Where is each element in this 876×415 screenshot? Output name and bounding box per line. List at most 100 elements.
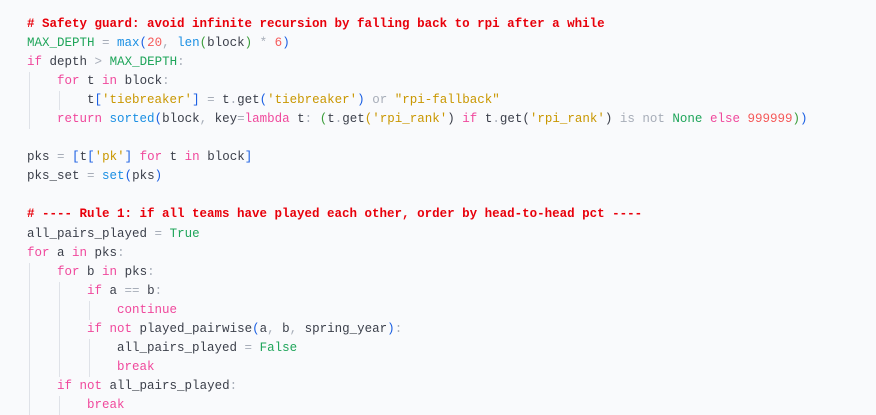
code-line[interactable]: # Safety guard: avoid infinite recursion… (27, 15, 808, 34)
code-token: block (199, 150, 245, 165)
code-line[interactable]: for a in pks: (27, 244, 808, 263)
code-token: all_pairs_played (27, 226, 155, 241)
code-line[interactable] (27, 129, 808, 148)
code-line[interactable]: for b in pks: (27, 262, 808, 282)
indent-guide (89, 338, 90, 358)
code-line[interactable]: # ---- Rule 1: if all teams have played … (27, 205, 808, 224)
code-token: all_pairs_played (102, 378, 230, 393)
code-token: = (154, 226, 163, 241)
indent-guide (89, 300, 90, 320)
code-token: = (199, 93, 223, 108)
code-token: in (72, 245, 88, 260)
indent (27, 341, 117, 355)
code-token: in (102, 264, 118, 279)
code-token: , (289, 321, 305, 336)
code-line[interactable]: pks = [t['pk'] for t in block] (27, 148, 808, 167)
code-line[interactable]: all_pairs_played = True (27, 225, 808, 244)
indent-guide (59, 281, 60, 301)
code-token: = (94, 36, 118, 51)
code-token: get( (499, 112, 530, 127)
code-line[interactable]: if not all_pairs_played: (27, 376, 808, 396)
code-token: , (199, 112, 215, 127)
code-token: t (289, 112, 305, 127)
indent-guide (29, 376, 30, 396)
code-token: for (27, 245, 50, 260)
code-token (102, 112, 110, 126)
code-token: not (102, 321, 133, 336)
code-token: ) (447, 112, 463, 127)
code-token: : (229, 378, 238, 393)
code-line[interactable] (27, 186, 808, 205)
indent-guide (29, 319, 30, 339)
code-token: if (57, 378, 73, 393)
code-token: * (252, 36, 275, 51)
code-token: = (244, 340, 253, 355)
code-token: else (709, 112, 740, 127)
code-line[interactable]: break (27, 357, 808, 377)
code-line[interactable]: if a == b: (27, 281, 808, 301)
code-line[interactable]: MAX_DEPTH = max(20, len(block) * 6) (27, 34, 808, 53)
code-token (132, 150, 140, 164)
code-line[interactable]: break (27, 395, 808, 415)
code-token: , (162, 36, 178, 51)
code-token: not (72, 378, 103, 393)
indent (27, 398, 87, 412)
code-token: pks (27, 150, 58, 165)
code-token: , (267, 321, 283, 336)
code-token: block (117, 74, 163, 89)
code-token: for (57, 264, 80, 279)
code-line[interactable]: all_pairs_played = False (27, 338, 808, 358)
indent (27, 284, 87, 298)
code-line[interactable]: if depth > MAX_DEPTH: (27, 53, 808, 72)
code-line[interactable]: return sorted(block, key=lambda t: (t.ge… (27, 110, 808, 130)
code-token: ) (154, 169, 163, 184)
code-token: a (259, 321, 268, 336)
code-token: a (49, 245, 73, 260)
code-token: sorted (109, 112, 155, 127)
code-token: MAX_DEPTH (27, 36, 95, 51)
code-line[interactable]: if not played_pairwise(a, b, spring_year… (27, 319, 808, 339)
code-token: max (117, 36, 140, 51)
code-token: or (364, 93, 395, 108)
code-token: played_pairwise (132, 321, 253, 336)
code-token: . (229, 93, 238, 108)
code-token: . (492, 112, 500, 127)
indent-guide (59, 91, 60, 111)
code-line[interactable]: continue (27, 300, 808, 320)
code-token: [ (87, 150, 95, 165)
code-token: 999999 (747, 112, 793, 127)
code-token: b (282, 321, 290, 336)
code-editor[interactable]: # Safety guard: avoid infinite recursion… (27, 15, 808, 415)
code-line[interactable]: for t in block: (27, 72, 808, 92)
indent (27, 360, 117, 374)
code-token: a (102, 283, 125, 298)
code-token: t (87, 93, 95, 108)
code-line[interactable]: t['tiebreaker'] = t.get('tiebreaker') or… (27, 91, 808, 111)
code-token: ] (244, 150, 253, 165)
code-token: : (154, 283, 163, 298)
code-token: : (177, 55, 185, 70)
indent-guide (89, 357, 90, 377)
indent-guide (29, 338, 30, 358)
code-line[interactable]: pks_set = set(pks) (27, 167, 808, 186)
code-token: for (139, 150, 163, 165)
indent-guide (29, 110, 30, 130)
code-token: t (477, 112, 493, 127)
code-token: 'tiebreaker' (102, 93, 193, 108)
code-token: = (87, 169, 95, 184)
code-token: t (162, 150, 185, 165)
code-token: break (117, 359, 155, 374)
code-token: ) (800, 112, 808, 127)
indent (27, 93, 87, 107)
code-token: : (147, 264, 155, 279)
code-token: pks (132, 169, 155, 184)
code-token: ( (124, 169, 133, 184)
code-token: set (102, 169, 125, 184)
code-token: : (162, 74, 170, 89)
code-token: all_pairs_played (117, 340, 245, 355)
code-token: lambda (244, 112, 290, 127)
code-token: ) (792, 112, 800, 127)
indent-guide (29, 357, 30, 377)
code-token: > (94, 55, 103, 70)
code-token: None (672, 112, 703, 127)
